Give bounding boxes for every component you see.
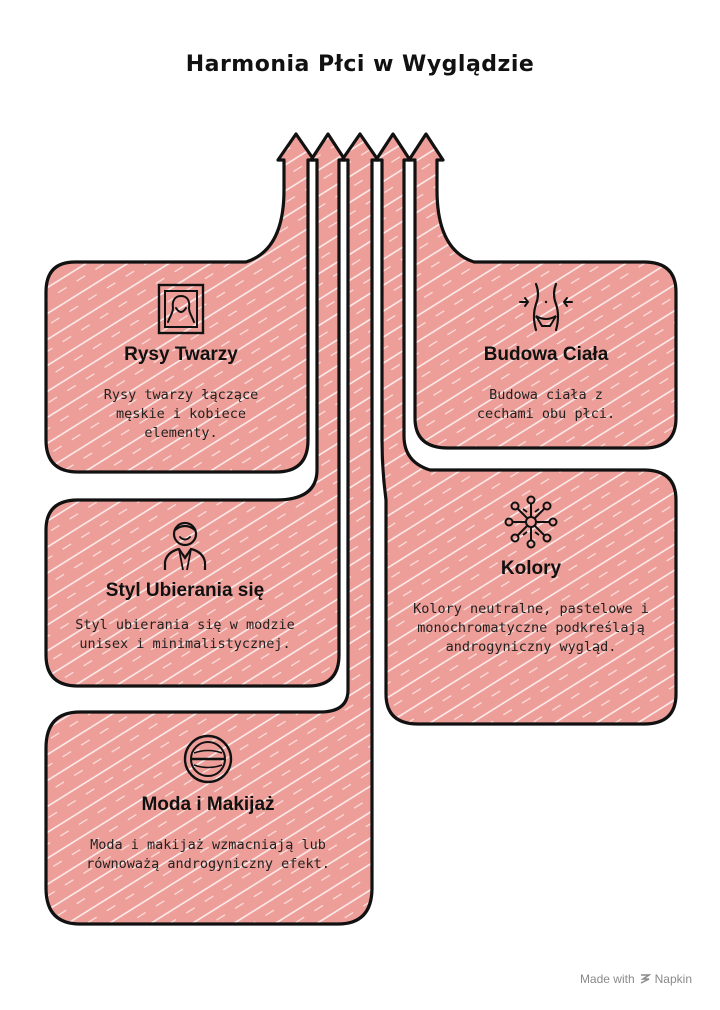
- napkin-logo-icon: [640, 974, 651, 984]
- card-description: Rysy twarzy łączące męskie i kobiece ele…: [103, 387, 259, 441]
- compact-mirror-icon: [183, 734, 233, 784]
- card-rysy-twarzy: Rysy Twarzy Rysy twarzy łączące męskie i…: [66, 282, 296, 443]
- footer-brand: Napkin: [654, 972, 692, 986]
- network-icon: [504, 495, 558, 549]
- card-description: Moda i makijaż wzmacniają lub równoważą …: [86, 837, 330, 872]
- card-description: Budowa ciała z cechami obu płci.: [476, 387, 616, 422]
- card-heading: Kolory: [500, 558, 562, 579]
- card-styl-ubierania: Styl Ubierania się Styl ubierania się w …: [60, 518, 310, 654]
- card-heading: Rysy Twarzy: [124, 344, 238, 365]
- card-moda-makijaz: Moda i Makijaż Moda i makijaż wzmacniają…: [66, 732, 350, 874]
- person-suit-icon: [163, 521, 207, 571]
- card-styl-ubierania-shape: [44, 132, 347, 688]
- footer-made-with: Made with: [579, 972, 635, 986]
- footer-credit: Made with Napkin: [580, 972, 692, 986]
- card-rysy-twarzy-shape: [44, 132, 316, 474]
- card-heading: Styl Ubierania się: [105, 580, 265, 601]
- card-moda-makijaz-shape: [44, 132, 380, 926]
- portrait-icon: [157, 283, 205, 335]
- card-heading: Budowa Ciała: [483, 344, 609, 365]
- card-heading: Moda i Makijaż: [141, 794, 275, 815]
- page-title: Harmonia Płci w Wyglądzie: [185, 52, 535, 77]
- card-budowa-ciala-shape: [407, 132, 678, 450]
- body-shape-icon: [519, 282, 573, 332]
- card-kolory-shape: [374, 132, 678, 726]
- card-kolory: Kolory Kolory neutralne, pastelowe i mon…: [400, 494, 662, 657]
- card-budowa-ciala: Budowa Ciała Budowa ciała z cechami obu …: [432, 282, 660, 424]
- flow-shapes: [44, 132, 678, 926]
- card-description: Kolory neutralne, pastelowe i monochroma…: [413, 601, 649, 655]
- card-description: Styl ubierania się w modzie unisex i min…: [75, 617, 295, 652]
